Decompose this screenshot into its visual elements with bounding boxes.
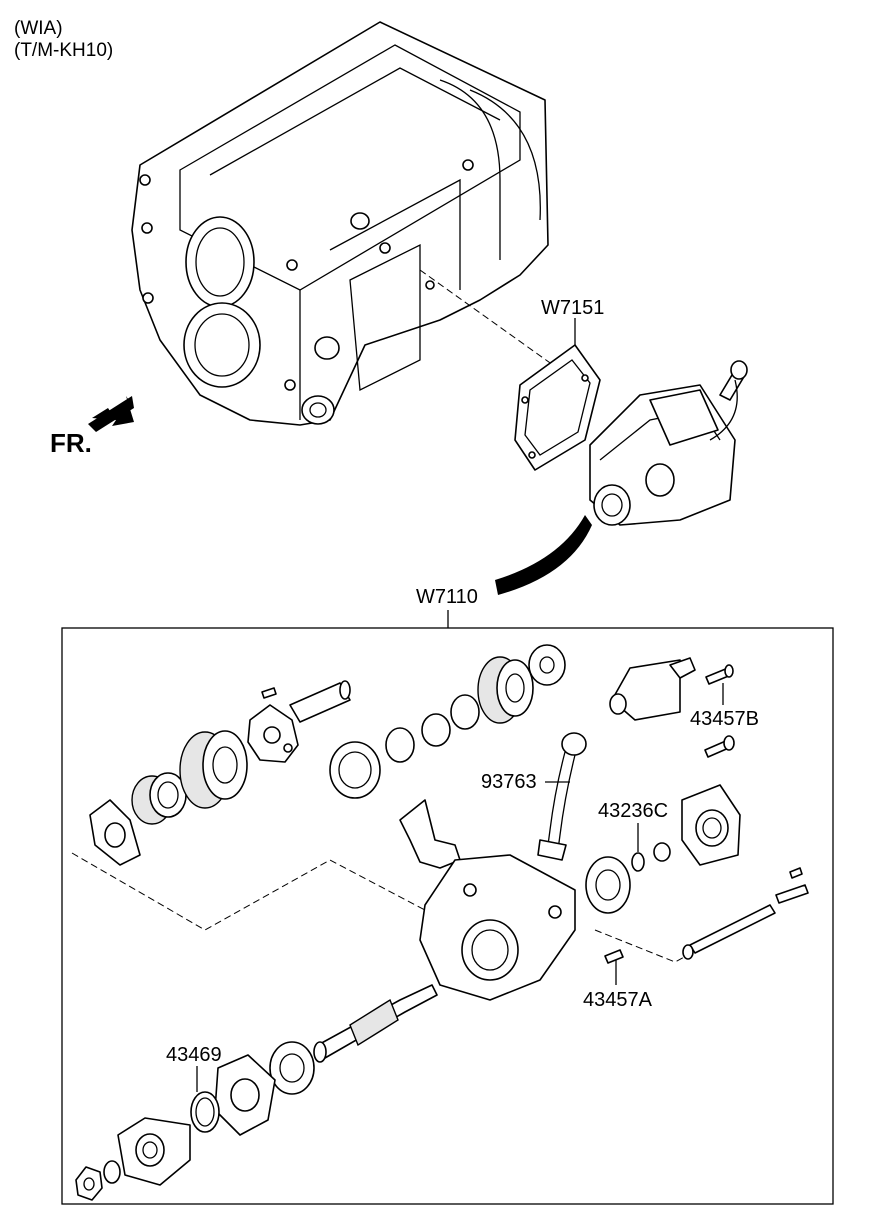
callout-43469[interactable]: 43469 xyxy=(166,1044,222,1066)
bolt-cover xyxy=(704,735,735,758)
header-line-2: (T/M-KH10) xyxy=(14,40,114,61)
switch-93763 xyxy=(537,732,587,861)
front-direction-label: FR. xyxy=(50,428,92,458)
pto-housing xyxy=(419,854,576,1001)
callout-w7110[interactable]: W7110 xyxy=(416,586,478,608)
oil-seal xyxy=(329,741,381,799)
ring-43469 xyxy=(190,1091,220,1133)
callout-43236c[interactable]: 43236C xyxy=(598,800,669,822)
pto-assembly xyxy=(589,360,748,526)
flange-nut xyxy=(75,1166,103,1201)
callout-43457b[interactable]: 43457B xyxy=(690,708,759,730)
transmission-case xyxy=(131,21,549,426)
small-nut xyxy=(653,842,671,862)
bearing-retainer xyxy=(214,1054,276,1136)
bearing-43236c xyxy=(585,856,631,914)
bolt-43457b xyxy=(705,664,734,685)
callout-43457a[interactable]: 43457A xyxy=(583,989,652,1011)
bearing-lower xyxy=(269,1041,315,1095)
header-line-1: (WIA) xyxy=(14,18,63,39)
companion-flange xyxy=(117,1117,191,1186)
callout-w7151[interactable]: W7151 xyxy=(541,297,605,319)
needle-bearing-left xyxy=(131,772,187,825)
needle-bearing-3 xyxy=(450,694,480,730)
small-washer xyxy=(631,852,645,872)
lock-washer xyxy=(103,1160,121,1184)
gasket-w7151 xyxy=(514,344,601,471)
carrier-plate xyxy=(247,704,299,763)
shaft-pin xyxy=(261,680,351,723)
cover-plate xyxy=(681,784,741,866)
thrust-washer xyxy=(528,644,566,686)
needle-bearing-2 xyxy=(421,713,451,747)
output-shaft xyxy=(313,984,438,1063)
callout-93763[interactable]: 93763 xyxy=(481,771,537,793)
needle-bearing-1 xyxy=(385,727,415,763)
assembly-arrow-icon xyxy=(495,515,592,595)
shift-fork xyxy=(399,799,461,869)
air-cylinder xyxy=(609,657,696,721)
w7110-parts-frame xyxy=(61,627,834,1205)
flange-plate xyxy=(89,799,141,866)
shift-rod xyxy=(682,867,809,960)
bolt-43457a xyxy=(604,949,624,964)
gear-top xyxy=(477,656,534,724)
gear-left xyxy=(179,730,248,809)
